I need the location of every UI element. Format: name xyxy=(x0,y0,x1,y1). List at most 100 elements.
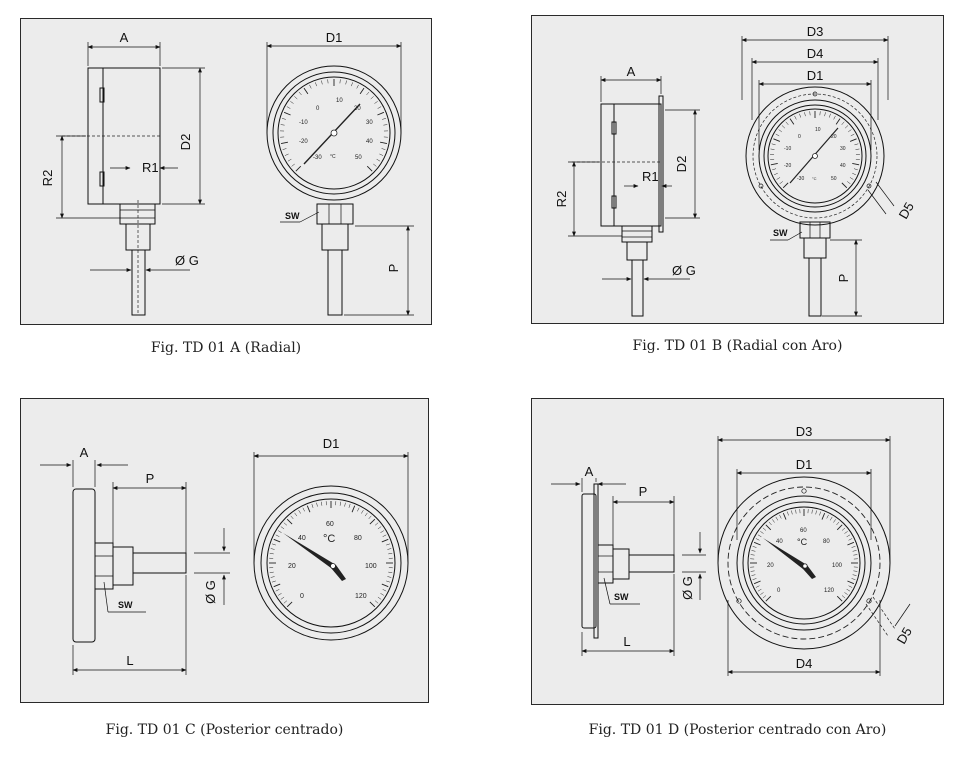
figure-b-dial-label: 10 xyxy=(815,127,821,133)
dial-tick xyxy=(836,524,843,531)
figure-a-dial-ticks xyxy=(280,79,388,172)
figure-d-pointer xyxy=(763,538,816,579)
figure-c-dial-face xyxy=(266,498,396,628)
dial-tick xyxy=(269,571,274,573)
dial-tick xyxy=(836,595,843,602)
dial-tick xyxy=(779,181,783,185)
dial-tick xyxy=(271,580,276,583)
figure-a-dial-label: -30 xyxy=(313,155,322,161)
dial-tick xyxy=(351,505,356,513)
figure-d-side-stem xyxy=(628,554,675,573)
figure-c-dial-labels: 0 20 40 60 80 100 120 °C xyxy=(288,521,377,600)
figure-a-side-hex xyxy=(119,203,156,225)
dial-tick xyxy=(852,162,860,166)
dial-tick xyxy=(273,538,281,543)
dial-tick xyxy=(821,512,826,520)
figure-d-dial-face xyxy=(747,506,861,620)
dial-tick xyxy=(281,118,286,120)
dial-tick xyxy=(779,514,782,519)
dial-tick xyxy=(373,163,377,167)
figure-d-dial-label: 40 xyxy=(776,539,783,545)
dial-tick xyxy=(275,589,280,592)
figure-b-ring-outer xyxy=(745,86,885,226)
dial-tick xyxy=(841,182,848,189)
dial-tick xyxy=(849,177,854,180)
dial-tick xyxy=(284,153,289,156)
dial-tick xyxy=(377,596,382,600)
dial-tick xyxy=(851,546,856,548)
dial-tick xyxy=(795,509,797,514)
figure-a-label-r1: R1 xyxy=(142,160,159,175)
dial-tick xyxy=(785,121,789,125)
dial-tick xyxy=(774,172,778,176)
figure-c-pointer xyxy=(283,533,346,581)
figure-c-dial-label: 0 xyxy=(300,593,304,600)
dial-tick xyxy=(846,534,851,538)
figure-c-label-sw: SW xyxy=(118,600,133,610)
dial-tick xyxy=(387,576,392,578)
dial-tick xyxy=(269,553,274,555)
dial-tick xyxy=(794,115,797,120)
dial-tick xyxy=(345,80,347,85)
figure-b-dial-label: -20 xyxy=(784,163,791,169)
dial-tick xyxy=(311,503,314,508)
dial-tick xyxy=(361,510,364,514)
dial-tick xyxy=(846,588,851,592)
dial-tick xyxy=(321,80,323,85)
figure-a-drawing: A D2 R2 R1 Ø G -30 -20 -10 0 10 20 30 40 xyxy=(40,30,414,316)
figure-d-side-hex xyxy=(597,544,614,584)
dial-tick xyxy=(773,138,781,142)
dial-tick xyxy=(298,91,302,96)
figure-b-side-flange xyxy=(658,95,664,233)
dial-tick xyxy=(380,530,384,533)
dial-tick xyxy=(770,162,778,166)
dial-tick xyxy=(844,531,848,534)
dial-tick xyxy=(757,534,762,538)
figure-b-side-stem xyxy=(631,259,644,317)
dial-tick xyxy=(273,583,281,588)
dial-tick xyxy=(768,521,772,526)
figure-d-dial-labels: 0 20 40 60 80 100 120 °C xyxy=(767,528,843,594)
dial-tick xyxy=(381,538,389,543)
figure-d-ring-outer xyxy=(717,476,891,650)
dial-tick xyxy=(760,592,764,595)
dial-tick xyxy=(852,172,856,176)
figure-d-label-sw: SW xyxy=(614,592,629,602)
figure-b-dial-label: -10 xyxy=(784,146,791,152)
figure-a-label-r2: R2 xyxy=(40,170,55,187)
figure-d-label-d5: D5 xyxy=(894,625,915,647)
dial-tick xyxy=(369,518,376,525)
dial-tick xyxy=(278,593,282,596)
figure-d-dial-label: 60 xyxy=(800,528,807,534)
figure-c-dial-label: 60 xyxy=(326,521,334,528)
figure-d-label-l: L xyxy=(623,634,630,649)
dial-tick xyxy=(270,576,275,578)
dial-tick xyxy=(306,505,311,513)
dial-tick xyxy=(811,509,813,514)
dial-tick xyxy=(282,148,287,150)
figure-a-front-hex xyxy=(316,203,354,225)
figure-a-dial-face xyxy=(277,76,391,190)
figure-a-dial-label: 10 xyxy=(336,98,343,104)
figure-a-label-g: Ø G xyxy=(175,253,199,268)
dial-tick xyxy=(750,554,755,556)
figure-b-dial-label: 40 xyxy=(840,163,846,169)
figure-d-dial-label: 100 xyxy=(832,563,843,569)
figure-c-drawing: A P L SW Ø G 0 20 40 60 80 100 120 °C xyxy=(40,436,409,675)
dial-tick xyxy=(778,129,782,133)
dial-tick xyxy=(294,96,298,100)
figure-a-dial-label: 0 xyxy=(316,106,320,112)
dial-tick xyxy=(782,182,789,189)
figure-a-front-stem xyxy=(327,249,343,316)
dial-tick xyxy=(280,141,288,144)
figure-b-dial-labels: -30 -20 -10 0 10 20 30 40 50 °C xyxy=(784,127,846,182)
dial-tick xyxy=(315,82,317,87)
dial-tick xyxy=(753,541,761,546)
figure-b-label-d2: D2 xyxy=(674,156,689,173)
figure-c-label-l: L xyxy=(126,653,133,668)
dial-tick xyxy=(374,522,379,526)
dial-tick xyxy=(270,548,275,550)
figure-d-label-d1: D1 xyxy=(796,457,813,472)
figure-b-label-d5: D5 xyxy=(896,200,917,222)
dial-tick xyxy=(750,570,755,572)
